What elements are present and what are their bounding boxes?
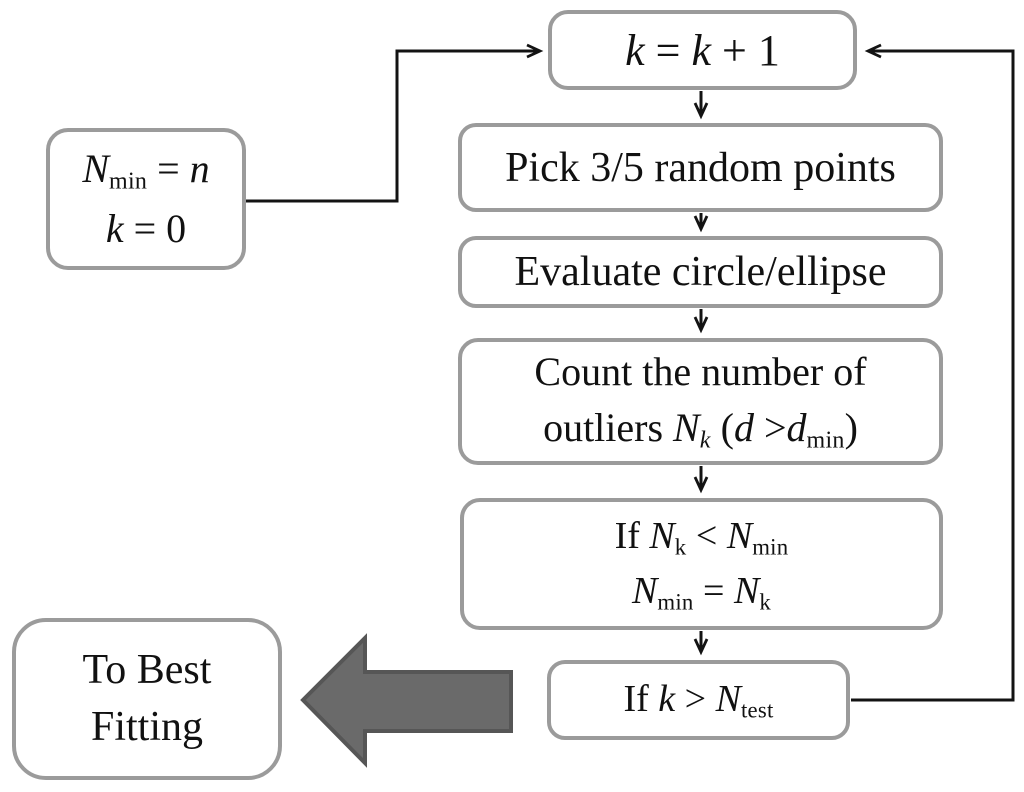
block-arrow-left-icon bbox=[300, 633, 513, 768]
node-update-nmin: If Nk < Nmin Nmin = Nk bbox=[460, 498, 943, 630]
connector-init-to-increment bbox=[245, 43, 544, 203]
node-test-k: If k > Ntest bbox=[547, 660, 850, 740]
node-line: Evaluate circle/ellipse bbox=[514, 249, 887, 295]
node-line: outliers Nk (d >dmin) bbox=[543, 405, 858, 455]
node-line: k = k + 1 bbox=[625, 25, 780, 75]
node-count-outliers: Count the number of outliers Nk (d >dmin… bbox=[458, 338, 943, 465]
node-evaluate: Evaluate circle/ellipse bbox=[458, 236, 943, 308]
node-init: Nmin = n k = 0 bbox=[46, 128, 246, 270]
node-line: If Nk < Nmin bbox=[614, 514, 789, 560]
node-k-increment: k = k + 1 bbox=[548, 10, 857, 90]
node-line: k = 0 bbox=[105, 206, 187, 252]
node-line: Nmin = n bbox=[82, 145, 210, 195]
node-line: Nmin = Nk bbox=[632, 570, 771, 615]
node-line: To Best bbox=[82, 647, 212, 694]
node-line: Count the number of bbox=[534, 349, 867, 395]
node-pick-points: Pick 3/5 random points bbox=[458, 123, 943, 212]
node-line: If k > Ntest bbox=[623, 677, 774, 723]
node-best-fitting: To Best Fitting bbox=[12, 618, 282, 780]
node-line: Pick 3/5 random points bbox=[505, 144, 896, 191]
node-line: Fitting bbox=[90, 704, 204, 750]
connector-loopback bbox=[851, 43, 1015, 702]
